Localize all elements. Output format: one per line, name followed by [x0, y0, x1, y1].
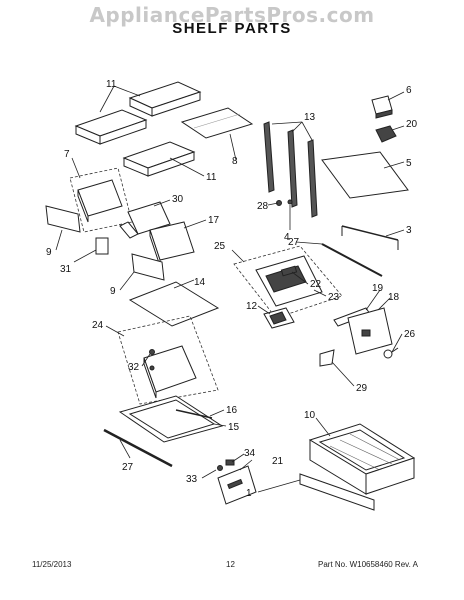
part-31 — [95, 237, 109, 255]
callout-27-b: 27 — [122, 462, 134, 473]
callout-28: 28 — [257, 201, 269, 212]
cover-18 — [347, 307, 393, 355]
watermark: AppliancePartsPros.com — [89, 3, 375, 27]
group-7-outline — [69, 167, 133, 233]
callout-27-a: 27 — [288, 237, 300, 248]
callout-1: 1 — [246, 488, 252, 499]
callout-21: 21 — [272, 456, 284, 467]
part-29 — [319, 349, 335, 367]
callout-8: 8 — [232, 156, 238, 167]
drawer-17 — [149, 221, 195, 267]
screw-4 — [287, 199, 293, 205]
drawer-front-1 — [299, 473, 375, 511]
part-20 — [375, 125, 397, 143]
callout-10: 10 — [304, 410, 316, 421]
drawer-front-9-lower — [131, 253, 165, 281]
footer-date: 11/25/2013 — [32, 560, 72, 569]
callout-24: 24 — [92, 320, 104, 331]
drawer-front-9-upper — [45, 205, 81, 233]
freezer-shelf-15 — [118, 395, 224, 443]
basket-24 — [143, 345, 197, 399]
shelf-ladders-13 — [263, 121, 318, 218]
door-bin-11-lower — [122, 141, 196, 177]
callout-25: 25 — [214, 241, 226, 252]
callout-15: 15 — [228, 422, 240, 433]
drawer-30 — [119, 201, 171, 239]
part-34 — [225, 459, 235, 466]
callout-22: 22 — [310, 279, 322, 290]
crisper-drawer-7 — [77, 179, 123, 223]
knob-26 — [383, 347, 399, 359]
glass-shelf-5 — [321, 151, 409, 199]
callout-18: 18 — [388, 292, 400, 303]
group-24-outline — [117, 315, 219, 405]
callout-4: 4 — [284, 232, 290, 243]
screw-33 — [217, 465, 223, 471]
footer-part-number: Part No. W10658460 Rev. A — [318, 560, 418, 569]
callout-11-a: 11 — [106, 79, 117, 90]
glass-shelf-14 — [128, 281, 220, 327]
callout-30: 30 — [172, 194, 184, 205]
door-bin-11-upper — [128, 81, 202, 117]
callout-33: 33 — [186, 474, 198, 485]
bracket-21 — [217, 465, 257, 505]
page-title: SHELF PARTS — [172, 20, 292, 37]
screw-32 — [149, 349, 155, 355]
callout-12: 12 — [246, 301, 258, 312]
callout-16: 16 — [226, 405, 238, 416]
callout-7: 7 — [64, 149, 70, 160]
callout-9-b: 9 — [110, 286, 116, 297]
screw-32b — [149, 365, 155, 371]
freezer-drawer-10 — [308, 423, 416, 495]
callout-23: 23 — [328, 292, 340, 303]
callout-32: 32 — [128, 362, 140, 373]
callout-14: 14 — [194, 277, 206, 288]
group-25-outline — [233, 245, 343, 319]
callout-9-a: 9 — [46, 247, 52, 258]
trim-27-lower — [103, 428, 173, 468]
door-bin-11-middle — [74, 109, 148, 145]
callout-3: 3 — [406, 225, 412, 236]
footer-page: 12 — [226, 560, 235, 569]
part-22 — [280, 265, 298, 277]
callout-31: 31 — [60, 264, 72, 275]
callout-11-b: 11 — [206, 172, 217, 183]
callout-26: 26 — [404, 329, 416, 340]
trim-27-upper — [321, 243, 383, 277]
callout-19: 19 — [372, 283, 384, 294]
shelf-8 — [180, 107, 254, 139]
callout-5: 5 — [406, 158, 412, 169]
callout-20: 20 — [406, 119, 418, 130]
callout-34: 34 — [244, 448, 256, 459]
callout-6: 6 — [406, 85, 412, 96]
callout-17: 17 — [208, 215, 220, 226]
part-6 — [371, 95, 393, 119]
shelf-frame-3 — [341, 225, 399, 250]
leader-lines — [55, 85, 405, 493]
callouts: 11 11 8 13 28 4 27 6 20 5 3 7 9 31 30 17… — [46, 79, 418, 499]
bracket-12 — [263, 307, 295, 329]
callout-29: 29 — [356, 383, 368, 394]
trim-16 — [175, 409, 213, 419]
callout-13: 13 — [304, 112, 316, 123]
